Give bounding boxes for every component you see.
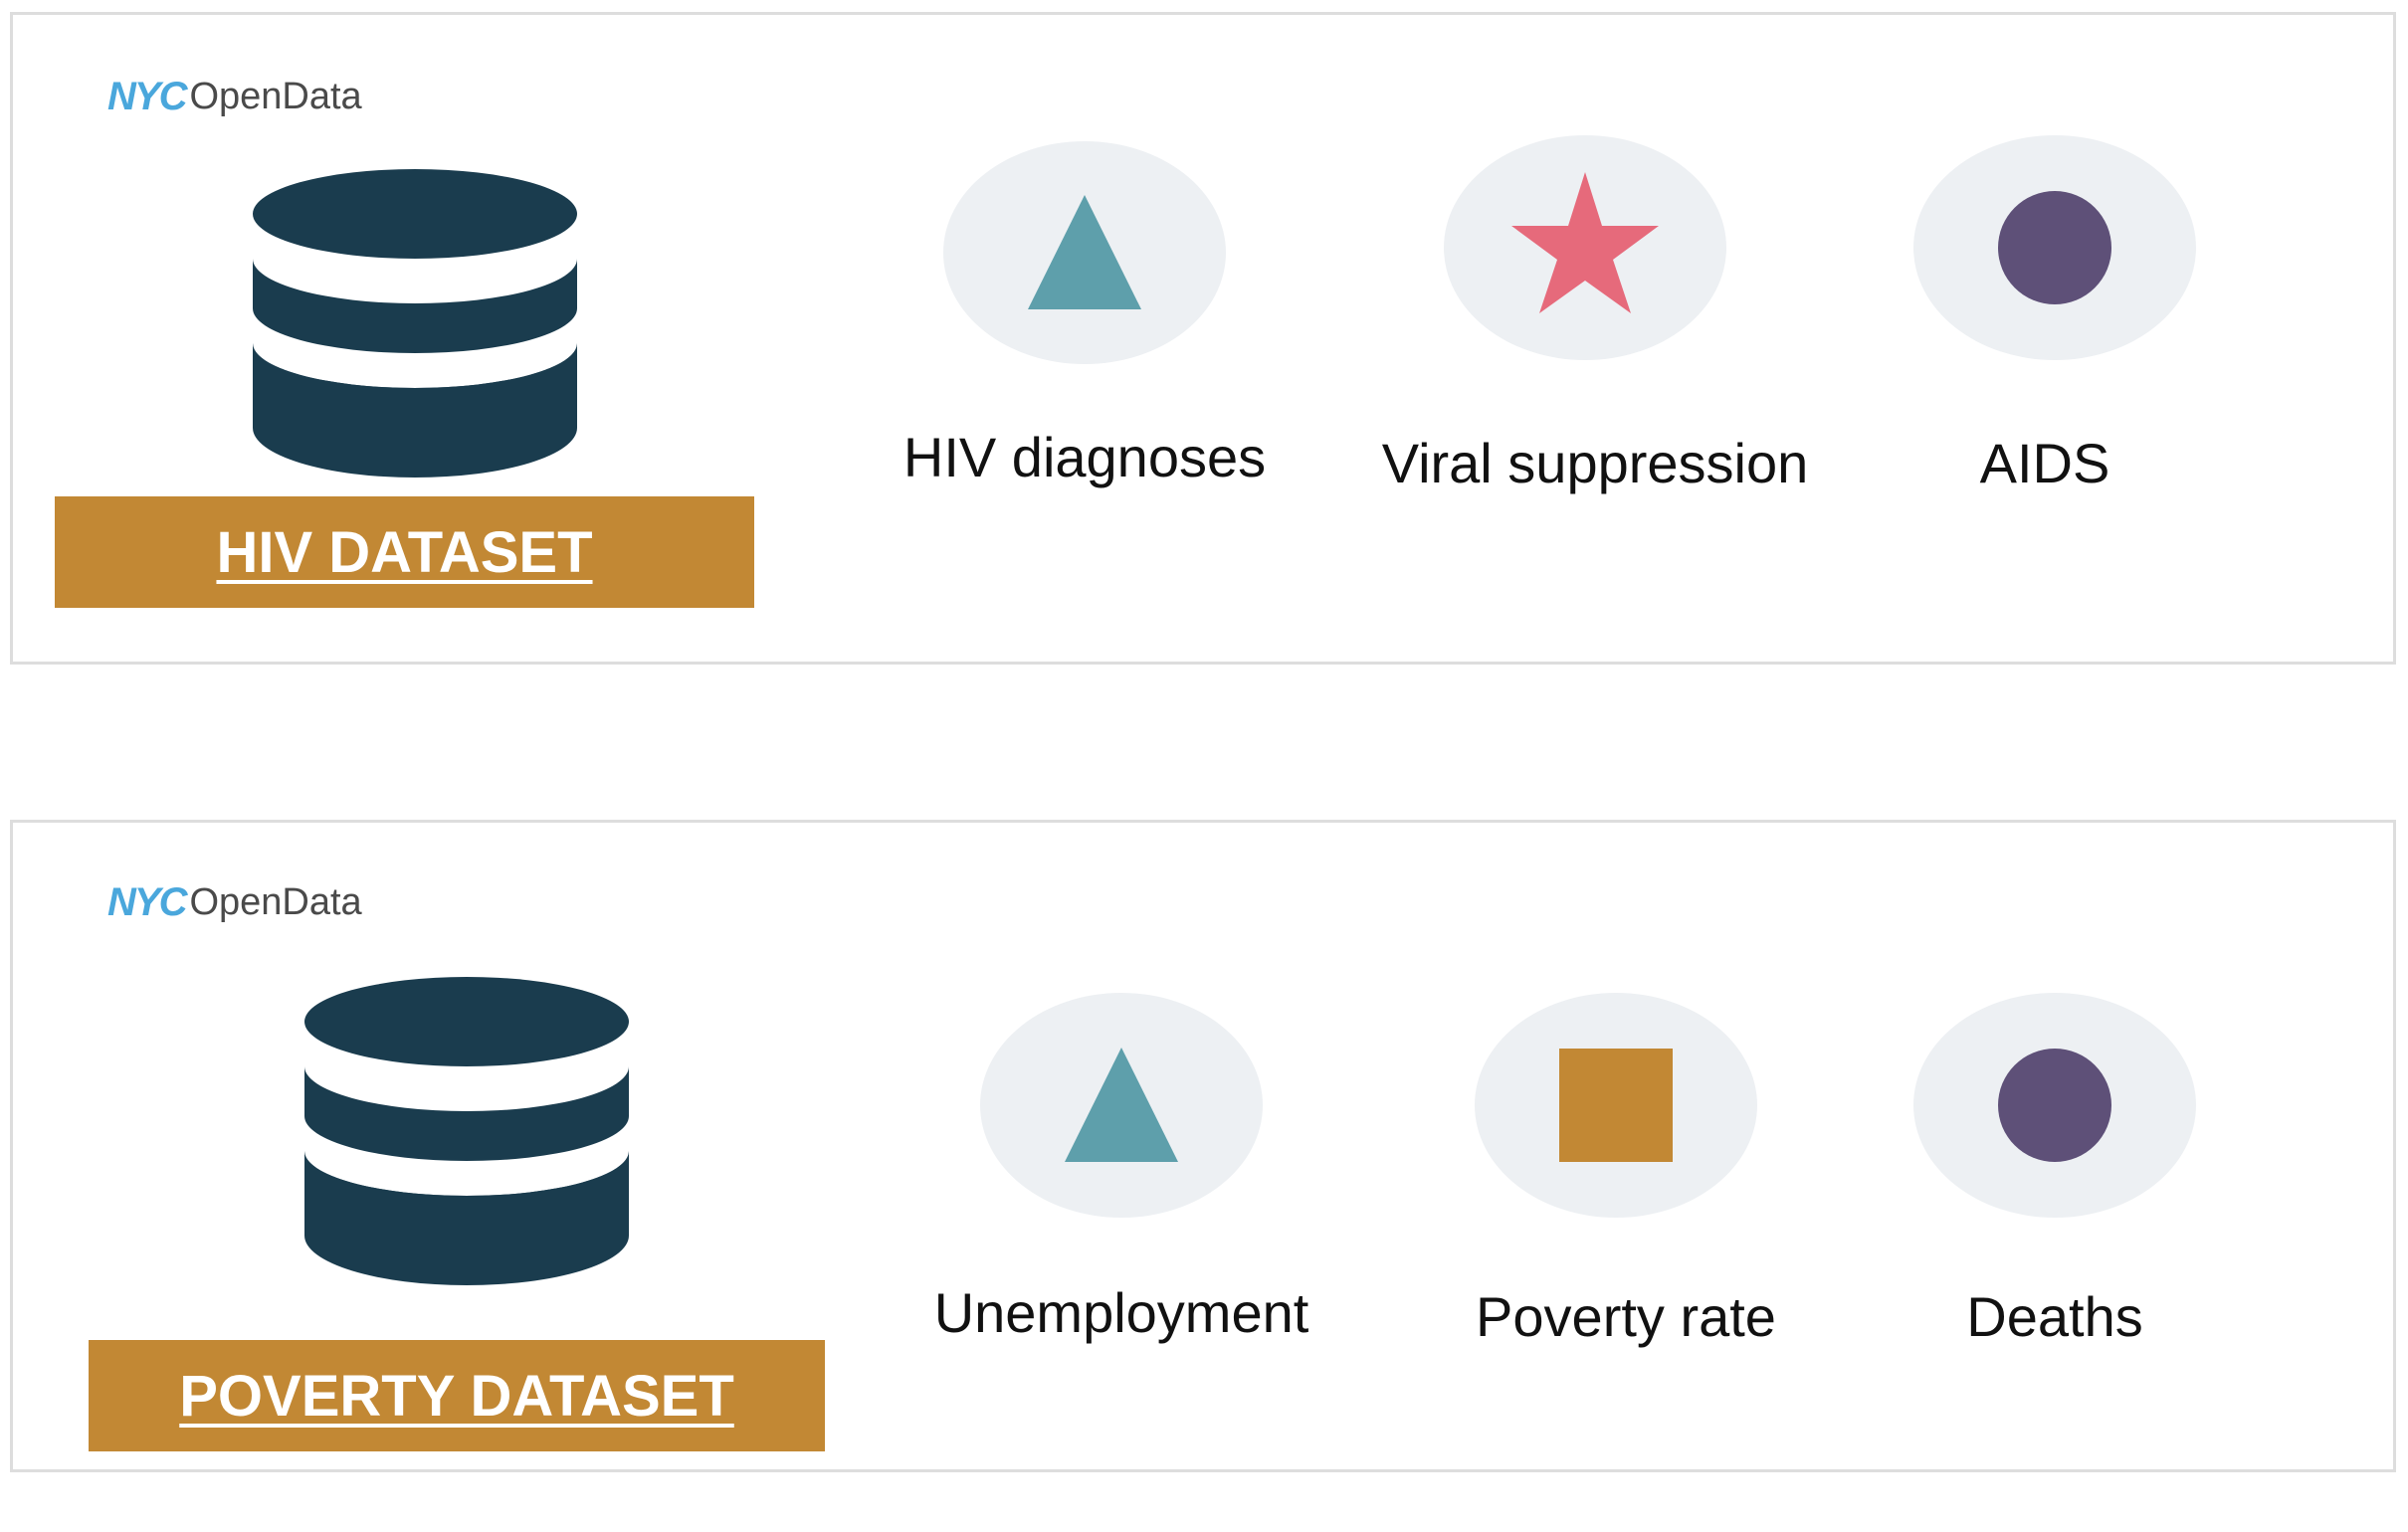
metric-label-deaths: Deaths [1966, 1285, 2143, 1348]
circle-icon [1913, 993, 2196, 1218]
logo-nyc-text: NYC [107, 74, 187, 118]
logo-opendata-text: OpenData [189, 75, 362, 117]
circle-icon [1913, 135, 2196, 360]
metric-label-hiv-diagnoses: HIV diagnoses [903, 426, 1267, 488]
nyc-opendata-logo: NYC OpenData [107, 872, 362, 932]
poverty-dataset-panel: NYC OpenData POVERTY DATASET Unemploymen… [10, 820, 2396, 1472]
hiv-dataset-panel: NYC OpenData HIV DATASET HIV diagnoses V… [10, 12, 2396, 665]
metric-label-aids: AIDS [1979, 432, 2110, 494]
hiv-dataset-link[interactable]: HIV DATASET [55, 496, 754, 608]
logo-opendata-text: OpenData [189, 880, 362, 923]
database-icon [304, 977, 629, 1285]
dataset-label-text: HIV DATASET [216, 519, 593, 585]
square-icon [1475, 993, 1757, 1218]
star-icon [1444, 135, 1726, 360]
poverty-dataset-link[interactable]: POVERTY DATASET [89, 1340, 825, 1451]
metric-label-unemployment: Unemployment [933, 1281, 1309, 1344]
metric-label-poverty-rate: Poverty rate [1476, 1285, 1776, 1348]
database-icon [253, 169, 577, 478]
metric-label-viral-suppression: Viral suppression [1381, 432, 1809, 494]
logo-nyc-text: NYC [107, 879, 187, 924]
dataset-label-text: POVERTY DATASET [179, 1363, 734, 1429]
triangle-icon [943, 141, 1226, 364]
triangle-icon [980, 993, 1263, 1218]
nyc-opendata-logo: NYC OpenData [107, 67, 362, 126]
